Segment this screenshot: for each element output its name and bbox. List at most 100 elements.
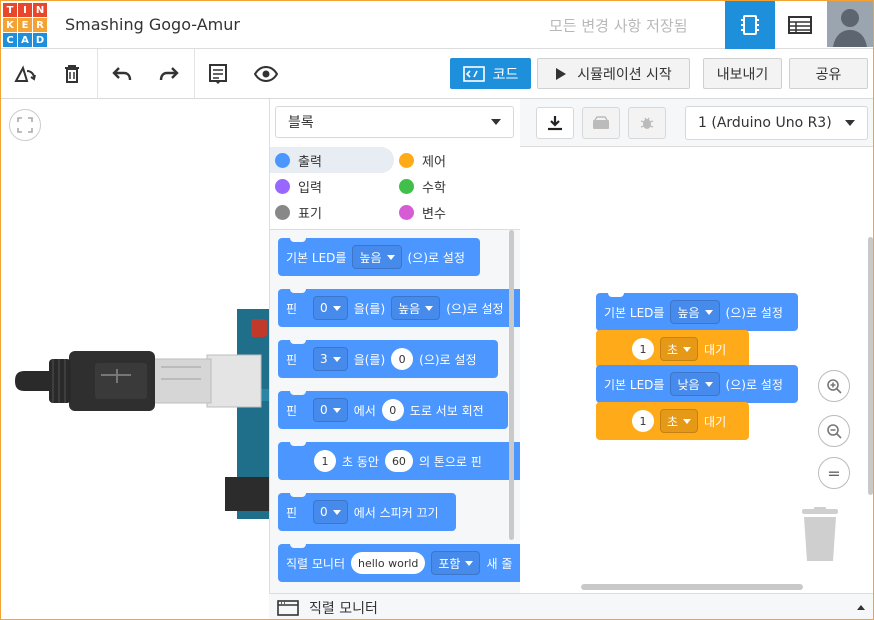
trash-icon (65, 65, 79, 83)
expand-up-icon[interactable] (857, 605, 865, 610)
fit-to-view-button[interactable] (9, 109, 41, 141)
value-input[interactable]: 0 (391, 348, 414, 370)
trash-bin-icon[interactable] (800, 507, 840, 563)
logo-letter: E (18, 18, 32, 32)
block-serial-print[interactable]: 직렬 모니터 hello world 포함 새 줄 (278, 543, 520, 582)
block-text: (으)로 설정 (446, 301, 504, 316)
rotate-button[interactable] (10, 59, 40, 89)
share-button[interactable]: 공유 (789, 58, 868, 89)
script-wait-2[interactable]: 1 초 대기 (596, 402, 749, 440)
circuit-canvas[interactable] (1, 99, 269, 619)
code-workspace[interactable]: 기본 LED를 높음 (으)로 설정 1 초 대기 기본 LED를 낮음 (으)… (520, 147, 873, 593)
toolbar-divider (194, 49, 195, 99)
caret-down-icon (332, 305, 341, 311)
category-input[interactable]: 입력 (270, 173, 394, 199)
code-button[interactable]: 코드 (450, 58, 531, 89)
wait-value-input[interactable]: 1 (632, 338, 654, 360)
blocks-panel: 블록 출력 제어 입력 수학 표기 (269, 99, 520, 593)
pin-dropdown[interactable]: 0 (313, 500, 348, 524)
block-palette: 기본 LED를 높음 (으)로 설정 핀 0 을(를) 높음 (으)로 설정 핀… (270, 229, 520, 593)
block-play-tone[interactable]: 1 초 동안 60 의 톤으로 핀 (278, 441, 520, 480)
pin-state-dropdown[interactable]: 높음 (391, 296, 441, 320)
time-unit-dropdown[interactable]: 초 (660, 409, 699, 433)
caret-down-icon (704, 381, 713, 387)
logo-letter: T (3, 3, 17, 17)
script-set-led-high[interactable]: 기본 LED를 높음 (으)로 설정 (596, 292, 798, 331)
project-name[interactable]: Smashing Gogo-Amur (65, 15, 240, 34)
block-notch (290, 288, 306, 293)
tone-input[interactable]: 60 (384, 450, 413, 472)
download-code-button[interactable] (536, 107, 574, 139)
category-label: 입력 (298, 180, 322, 196)
block-type-dropdown[interactable]: 블록 (275, 106, 514, 138)
led-state-dropdown[interactable]: 높음 (352, 245, 402, 269)
script-set-led-low[interactable]: 기본 LED를 낮음 (으)로 설정 (596, 365, 798, 403)
delete-button[interactable] (57, 59, 87, 89)
duration-input[interactable]: 1 (314, 450, 336, 472)
angle-input[interactable]: 0 (381, 399, 404, 421)
block-text: (으)로 설정 (407, 250, 465, 265)
start-simulation-button[interactable]: 시뮬레이션 시작 (537, 58, 690, 89)
category-output[interactable]: 출력 (270, 147, 394, 173)
category-color-dot (275, 152, 290, 168)
dropdown-value: 높음 (359, 250, 382, 265)
debugger-button[interactable] (628, 107, 666, 139)
block-text: 핀 (286, 505, 298, 520)
notes-button[interactable] (203, 59, 233, 89)
text-input[interactable]: hello world (351, 552, 426, 574)
circuit-view-button[interactable] (725, 1, 775, 49)
workspace-horizontal-scrollbar[interactable] (581, 584, 803, 590)
category-notation[interactable]: 표기 (270, 199, 394, 225)
category-label: 출력 (298, 154, 322, 170)
category-control[interactable]: 제어 (394, 147, 514, 173)
block-set-pin-digital[interactable]: 핀 0 을(를) 높음 (으)로 설정 (278, 288, 520, 327)
user-avatar[interactable] (827, 1, 873, 47)
pin-dropdown[interactable]: 3 (313, 347, 348, 371)
workspace-vertical-scrollbar[interactable] (868, 237, 873, 495)
palette-scrollbar[interactable] (509, 230, 514, 540)
caret-down-icon (491, 119, 501, 125)
category-math[interactable]: 수학 (394, 173, 514, 199)
newline-dropdown[interactable]: 포함 (431, 551, 481, 575)
dropdown-value: 낮음 (677, 377, 700, 392)
upload-device-button[interactable] (582, 107, 620, 139)
wait-value-input[interactable]: 1 (632, 410, 654, 432)
zoom-in-icon (827, 379, 842, 394)
redo-button[interactable] (154, 59, 184, 89)
dropdown-value: 3 (320, 352, 328, 366)
block-set-pin-analog[interactable]: 핀 3 을(를) 0 (으)로 설정 (278, 339, 498, 378)
block-text: 핀 (286, 352, 298, 367)
component-list-button[interactable] (775, 1, 825, 49)
block-set-builtin-led[interactable]: 기본 LED를 높음 (으)로 설정 (278, 237, 480, 276)
caret-down-icon (704, 309, 713, 315)
serial-monitor-bar[interactable]: 직렬 모니터 (269, 593, 873, 619)
bug-icon (640, 117, 654, 129)
block-rotate-servo[interactable]: 핀 0 에서 0 도로 서보 회전 (278, 390, 508, 429)
undo-button[interactable] (107, 59, 137, 89)
fit-view-icon (17, 117, 33, 133)
script-wait-1[interactable]: 1 초 대기 (596, 330, 749, 368)
export-button[interactable]: 내보내기 (703, 58, 782, 89)
category-variables[interactable]: 변수 (394, 199, 514, 225)
block-notch (290, 543, 306, 548)
block-speaker-off[interactable]: 핀 0 에서 스피커 끄기 (278, 492, 456, 531)
zoom-reset-button[interactable]: = (818, 457, 850, 489)
led-state-dropdown[interactable]: 낮음 (670, 372, 720, 396)
caret-down-icon (845, 120, 855, 126)
rotate-icon (14, 65, 36, 82)
pin-dropdown[interactable]: 0 (313, 296, 348, 320)
block-text: 기본 LED를 (604, 377, 665, 392)
device-dropdown[interactable]: 1 (Arduino Uno R3) (685, 106, 868, 140)
visibility-button[interactable] (251, 59, 281, 89)
zoom-out-button[interactable] (818, 415, 850, 447)
block-text: 기본 LED를 (286, 250, 347, 265)
caret-down-icon (386, 254, 395, 260)
pin-dropdown[interactable]: 0 (313, 398, 348, 422)
time-unit-dropdown[interactable]: 초 (660, 337, 699, 361)
category-color-dot (399, 204, 414, 220)
led-state-dropdown[interactable]: 높음 (670, 300, 720, 324)
zoom-in-button[interactable] (818, 370, 850, 402)
export-label: 내보내기 (716, 66, 769, 83)
